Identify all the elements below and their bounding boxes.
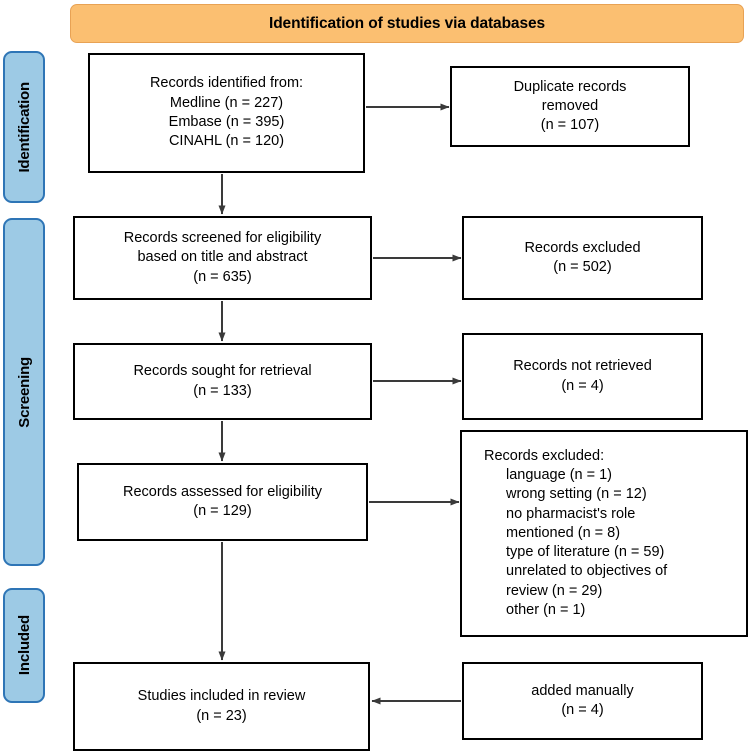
excluded-screening-line-1: Records excluded: [524, 239, 641, 256]
included-line-1: Studies included in review: [137, 688, 306, 705]
screened-line-1: Records screened for eligibility: [123, 230, 322, 247]
excluded-screening-count: (n = 502): [553, 259, 612, 275]
box-records-excluded-screening: Records excluded (n = 502): [462, 216, 703, 300]
excluded-reason-language: language (n = 1): [506, 467, 613, 484]
excluded-reason-wrong-setting: wrong setting (n = 12): [506, 486, 647, 503]
sought-count: (n = 133): [193, 382, 252, 399]
duplicates-line-1: Duplicate records: [513, 78, 627, 95]
box-records-identified: Records identified from: Medline (n = 22…: [88, 53, 365, 173]
box-records-screened: Records screened for eligibility based o…: [73, 216, 372, 300]
excluded-reason-type-of-literature: type of literature (n = 59): [506, 544, 665, 561]
box-studies-included-in-review: Studies included in review (n = 23): [73, 662, 370, 751]
manual-count: (n = 4): [561, 702, 604, 718]
not-retrieved-line-1: Records not retrieved: [513, 358, 652, 375]
box-records-sought-for-retrieval: Records sought for retrieval (n = 133): [73, 343, 372, 420]
box-records-excluded-eligibility: Records excluded: language (n = 1) wrong…: [460, 430, 748, 637]
box-records-assessed-for-eligibility: Records assessed for eligibility (n = 12…: [77, 463, 368, 541]
screened-count: (n = 635): [193, 268, 252, 285]
sought-line-1: Records sought for retrieval: [133, 363, 312, 380]
assessed-line-1: Records assessed for eligibility: [122, 483, 323, 500]
duplicates-count: (n = 107): [540, 117, 600, 134]
stage-label-screening: Screening: [15, 356, 33, 428]
excluded-reason-review: review (n = 29): [506, 582, 603, 599]
box-duplicate-records-removed: Duplicate records removed (n = 107): [450, 66, 690, 147]
stage-bar-included: Included: [3, 588, 45, 703]
stage-label-included: Included: [15, 615, 33, 676]
not-retrieved-count: (n = 4): [561, 377, 604, 394]
diagram-header-banner: Identification of studies via databases: [70, 4, 744, 43]
records-identified-cinahl: CINAHL (n = 120): [168, 133, 285, 150]
included-count: (n = 23): [196, 707, 247, 724]
stage-bar-identification: Identification: [3, 51, 45, 203]
excluded-reason-unrelated: unrelated to objectives of: [506, 563, 668, 580]
screened-line-2: based on title and abstract: [137, 249, 308, 266]
header-title: Identification of studies via databases: [268, 14, 546, 32]
records-identified-line-1: Records identified from:: [149, 75, 304, 92]
box-records-not-retrieved: Records not retrieved (n = 4): [462, 333, 703, 420]
assessed-count: (n = 129): [193, 503, 252, 519]
box-added-manually: added manually (n = 4): [462, 662, 703, 740]
stage-label-identification: Identification: [15, 81, 33, 173]
records-identified-embase: Embase (n = 395): [168, 114, 285, 130]
manual-line-1: added manually: [531, 682, 634, 699]
duplicates-line-2: removed: [541, 97, 599, 114]
excluded-reason-mentioned: mentioned (n = 8): [506, 524, 621, 541]
excluded-reason-no-pharmacist-role: no pharmacist's role: [506, 505, 636, 522]
records-identified-medline: Medline (n = 227): [169, 94, 284, 111]
stage-bar-screening: Screening: [3, 218, 45, 566]
excluded-eligibility-heading: Records excluded:: [484, 447, 605, 464]
excluded-reason-other: other (n = 1): [506, 601, 586, 618]
